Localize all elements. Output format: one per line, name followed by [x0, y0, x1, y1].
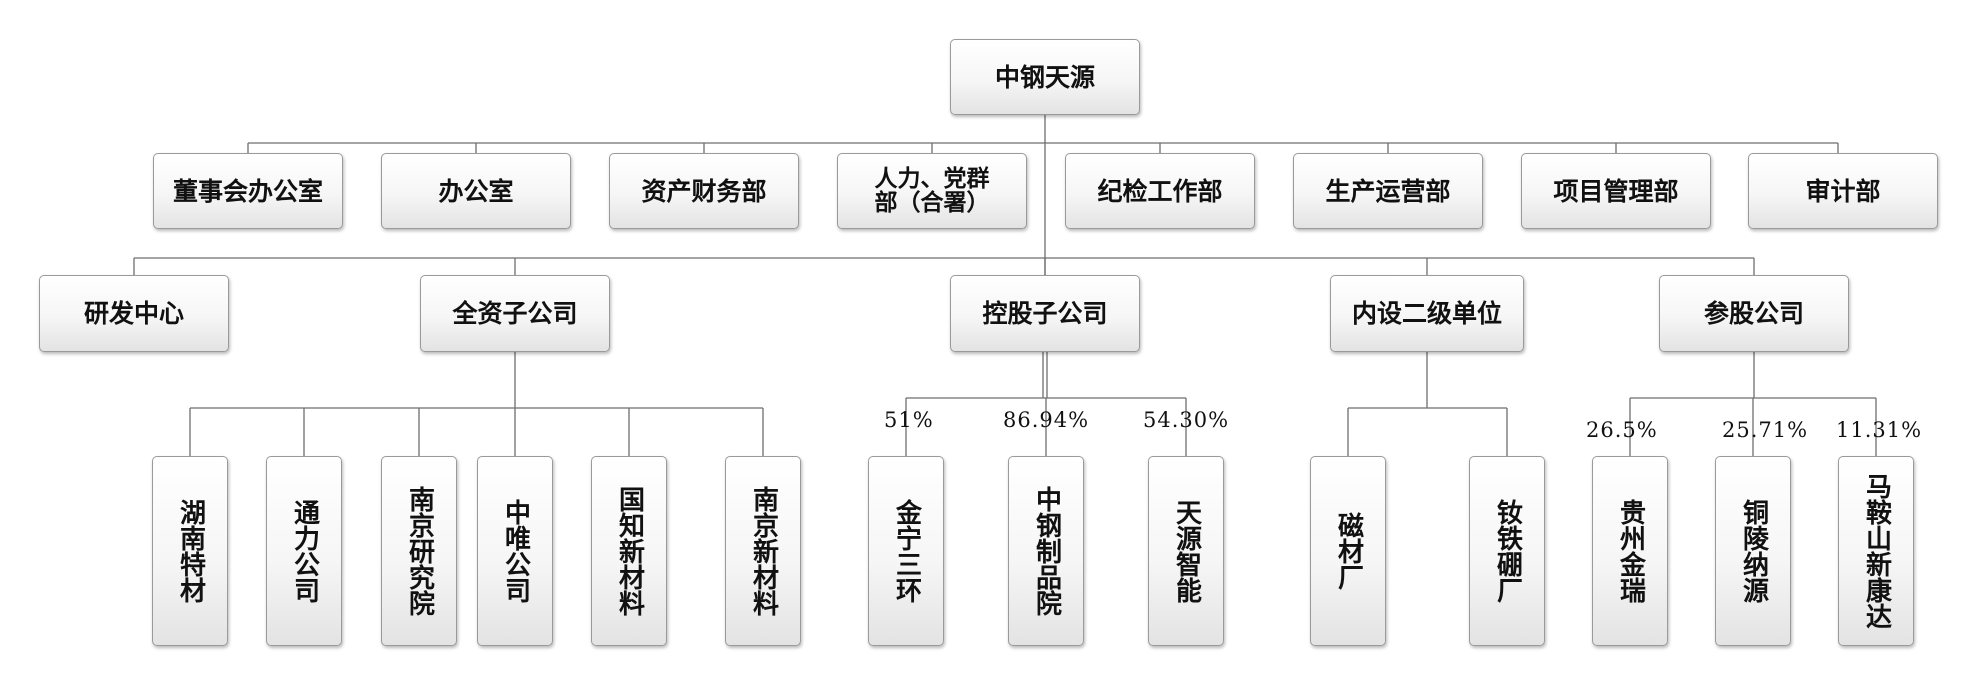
wholly-owned-label: 全资子公司: [452, 299, 578, 328]
dept-label: 项目管理部: [1553, 176, 1679, 206]
ownership-pct: 54.30%: [1143, 408, 1230, 432]
internal-units-node: 内设二级单位: [1330, 275, 1524, 352]
ownership-pct: 51%: [884, 408, 934, 432]
dept-board-office: 董事会办公室: [153, 153, 343, 229]
equity-holdings-node: 参股公司: [1659, 275, 1849, 352]
subsidiary-label: 天源智能: [1171, 499, 1202, 603]
dept-project: 项目管理部: [1521, 153, 1711, 229]
subsidiary-label: 南京研究院: [404, 486, 435, 616]
rd-center-label: 研发中心: [83, 299, 184, 328]
equity-holding-item: 贵州金瑞: [1592, 456, 1668, 646]
dept-label: 董事会办公室: [172, 176, 323, 206]
subsidiary-label: 中唯公司: [500, 499, 531, 603]
holding-sub-item: 中钢制品院: [1008, 456, 1084, 646]
dept-audit: 审计部: [1748, 153, 1938, 229]
wholly-owned-item: 中唯公司: [477, 456, 553, 646]
root-node: 中钢天源: [950, 39, 1140, 115]
wholly-owned-item: 南京研究院: [381, 456, 457, 646]
subsidiary-label: 湖南特材: [175, 499, 206, 603]
holding-label: 贵州金瑞: [1615, 499, 1646, 603]
dept-label: 生产运营部: [1325, 176, 1451, 206]
unit-label: 磁材厂: [1333, 512, 1364, 590]
subsidiary-label: 通力公司: [289, 499, 320, 603]
unit-label: 钕铁硼厂: [1492, 499, 1523, 603]
internal-unit-item: 钕铁硼厂: [1469, 456, 1545, 646]
dept-label: 办公室: [438, 176, 514, 206]
equity-holding-item: 铜陵纳源: [1715, 456, 1791, 646]
dept-discipline: 纪检工作部: [1065, 153, 1255, 229]
dept-hr-party: 人力、党群部（合署）: [837, 153, 1027, 229]
ownership-pct: 11.31%: [1836, 418, 1923, 442]
dept-label: 纪检工作部: [1097, 176, 1223, 206]
holding-label: 马鞍山新康达: [1861, 473, 1892, 629]
dept-label: 审计部: [1805, 176, 1881, 206]
dept-office: 办公室: [381, 153, 571, 229]
wholly-owned-item: 湖南特材: [152, 456, 228, 646]
holding-sub-item: 金宁三环: [868, 456, 944, 646]
ownership-pct: 26.5%: [1586, 418, 1658, 442]
subsidiary-label: 中钢制品院: [1031, 486, 1062, 616]
equity-holding-item: 马鞍山新康达: [1838, 456, 1914, 646]
internal-units-label: 内设二级单位: [1351, 299, 1502, 328]
subsidiary-label: 国知新材料: [614, 486, 645, 616]
root-label: 中钢天源: [994, 62, 1095, 92]
dept-label: 人力、党群部（合署）: [874, 165, 990, 216]
holding-subs-node: 控股子公司: [950, 275, 1140, 352]
ownership-pct: 25.71%: [1722, 418, 1809, 442]
holding-subs-label: 控股子公司: [982, 299, 1108, 328]
internal-unit-item: 磁材厂: [1310, 456, 1386, 646]
equity-holdings-label: 参股公司: [1703, 299, 1804, 328]
subsidiary-label: 金宁三环: [891, 499, 922, 603]
wholly-owned-node: 全资子公司: [420, 275, 610, 352]
dept-finance: 资产财务部: [609, 153, 799, 229]
dept-production: 生产运营部: [1293, 153, 1483, 229]
rd-center-node: 研发中心: [39, 275, 229, 352]
holding-label: 铜陵纳源: [1738, 499, 1769, 603]
ownership-pct: 86.94%: [1003, 408, 1090, 432]
wholly-owned-item: 国知新材料: [591, 456, 667, 646]
wholly-owned-item: 南京新材料: [725, 456, 801, 646]
subsidiary-label: 南京新材料: [748, 486, 779, 616]
dept-label: 资产财务部: [641, 176, 767, 206]
holding-sub-item: 天源智能: [1148, 456, 1224, 646]
wholly-owned-item: 通力公司: [266, 456, 342, 646]
